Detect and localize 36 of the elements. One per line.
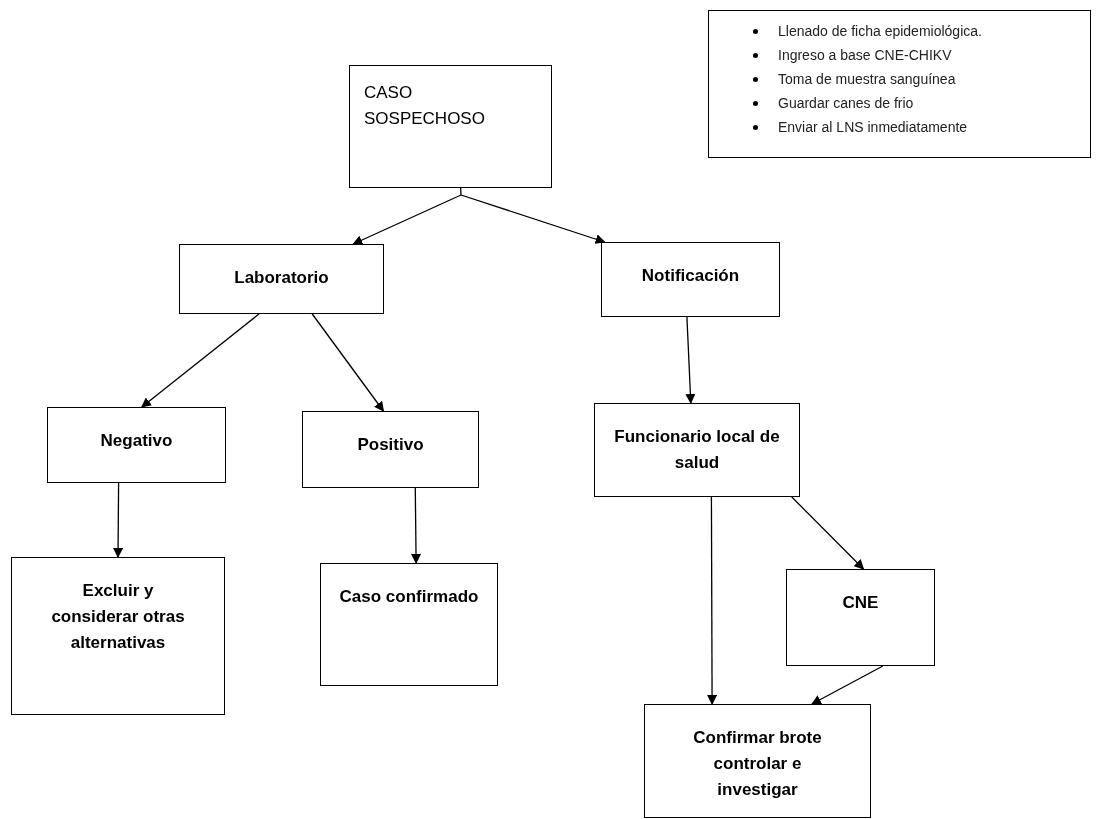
note-box (708, 10, 1091, 158)
arrow (113, 482, 124, 558)
box-label: Positivo (357, 434, 424, 456)
process-box (179, 244, 384, 314)
arrow (311, 313, 385, 412)
list-item-text: Llenado de ficha epidemiológica. (778, 22, 982, 41)
process-box (601, 242, 780, 317)
box-label: CNE (842, 592, 879, 614)
process-box (47, 407, 226, 483)
process-box (320, 563, 498, 686)
arrow (707, 496, 718, 705)
box-label: Excluir y considerar otras alternativas (50, 580, 186, 654)
box-label: Caso confirmado (339, 586, 479, 608)
list-item-text: Enviar al LNS inmediatamente (778, 118, 968, 137)
process-box (11, 557, 225, 715)
process-box (594, 403, 800, 497)
process-box (644, 704, 871, 818)
box-label: Notificación (641, 265, 740, 287)
arrow (791, 496, 865, 570)
box-label: CASO SOSPECHOSO (364, 82, 486, 130)
arrow (685, 316, 696, 404)
list-item-text: Toma de muestra sanguínea (778, 70, 956, 89)
box-label: Confirmar brote controlar e investigar (692, 727, 823, 801)
arrow (460, 194, 606, 244)
process-box (786, 569, 935, 666)
list-item-text: Ingreso a base CNE-CHIKV (778, 46, 952, 65)
box-label: Negativo (100, 430, 173, 452)
box-label: Funcionario local de salud (613, 426, 781, 474)
arrow (141, 313, 260, 408)
box-label: Laboratorio (234, 267, 329, 289)
list-item-text: Guardar canes de frio (778, 94, 914, 113)
arrow (811, 665, 884, 705)
arrow (411, 487, 421, 564)
arrow (352, 194, 462, 245)
process-box (302, 411, 479, 488)
process-box (349, 65, 552, 188)
